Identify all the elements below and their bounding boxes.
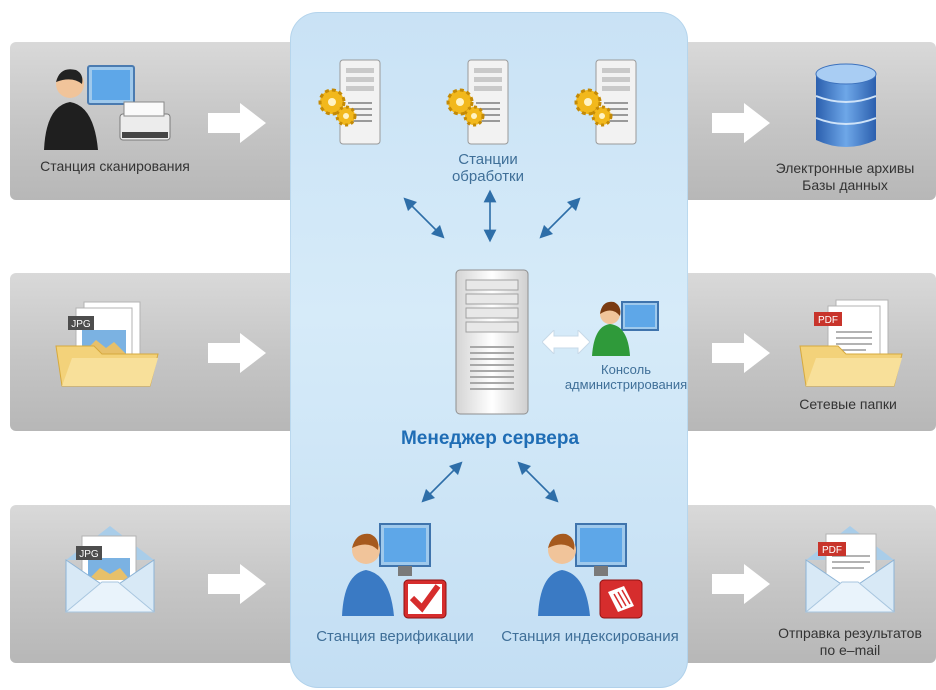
indexing-station-icon <box>538 523 643 619</box>
processing-server-icon <box>446 59 509 145</box>
flow-arrow-email-in <box>208 564 266 604</box>
verification-station-icon <box>342 523 447 619</box>
jpg-envelope-icon: JPG <box>64 526 156 613</box>
scan-station-icon <box>44 65 171 150</box>
verification-station-label: Станция верификации <box>316 628 474 645</box>
flow-arrow-folder-in <box>208 333 266 373</box>
processing-server-icon <box>574 59 637 145</box>
pdf-envelope-icon: PDF <box>804 526 896 613</box>
central-server-icon <box>455 269 529 415</box>
pdf-folder-icon: PDF <box>799 299 903 387</box>
archives-label: Электронные архивы Базы данных <box>775 160 915 193</box>
database-icon <box>815 63 877 147</box>
admin-console-icon <box>592 301 659 356</box>
pdf-tag-folder: PDF <box>818 315 838 326</box>
processing-server-icon <box>318 59 381 145</box>
processing-stations-label: Станции обработки <box>451 151 525 185</box>
flow-arrow-folders-out <box>712 333 770 373</box>
indexing-station-label: Станция индексирования <box>501 628 679 645</box>
network-folders-label: Сетевые папки <box>799 396 897 412</box>
connector-arrow <box>539 197 581 239</box>
server-manager-label: Менеджер сервера <box>400 428 580 449</box>
pdf-tag-envelope: PDF <box>822 545 842 556</box>
scan-station-label: Станция сканирования <box>40 158 190 174</box>
connector-arrows <box>403 189 581 503</box>
flow-arrow-scan-in <box>208 103 266 143</box>
jpg-tag-folder: JPG <box>71 319 91 330</box>
console-link-arrow <box>542 330 590 354</box>
connector-arrow <box>403 197 445 239</box>
flow-arrow-email-out <box>712 564 770 604</box>
admin-console-label: Консоль администрирования <box>564 362 688 392</box>
email-results-label: Отправка результатов по e–mail <box>778 625 922 658</box>
connector-arrow <box>421 461 463 503</box>
jpg-folder-icon: JPG <box>55 301 159 387</box>
flow-arrow-archives-out <box>712 103 770 143</box>
connector-arrow <box>517 461 559 503</box>
jpg-tag-envelope: JPG <box>79 549 99 560</box>
